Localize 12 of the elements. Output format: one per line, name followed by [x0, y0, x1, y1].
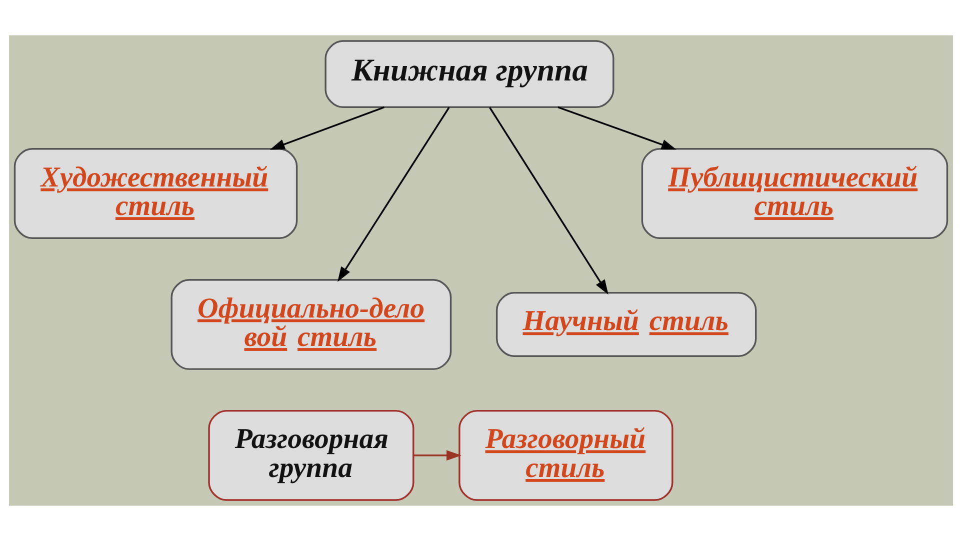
node-box: Разговорная группа [208, 409, 414, 500]
arrow [413, 450, 461, 460]
arrow [557, 106, 676, 150]
arrow [269, 106, 384, 150]
node-box: Разговорный стиль [458, 409, 673, 500]
node-box: Официально-дело вой стиль [170, 278, 452, 370]
node-box: Научный стиль [495, 291, 756, 356]
arrow [337, 106, 450, 282]
node-box: Художественный стиль [13, 148, 298, 238]
node-box: Книжная группа [324, 40, 614, 108]
node-box: Публицистический стиль [640, 148, 948, 238]
arrow [488, 106, 608, 294]
